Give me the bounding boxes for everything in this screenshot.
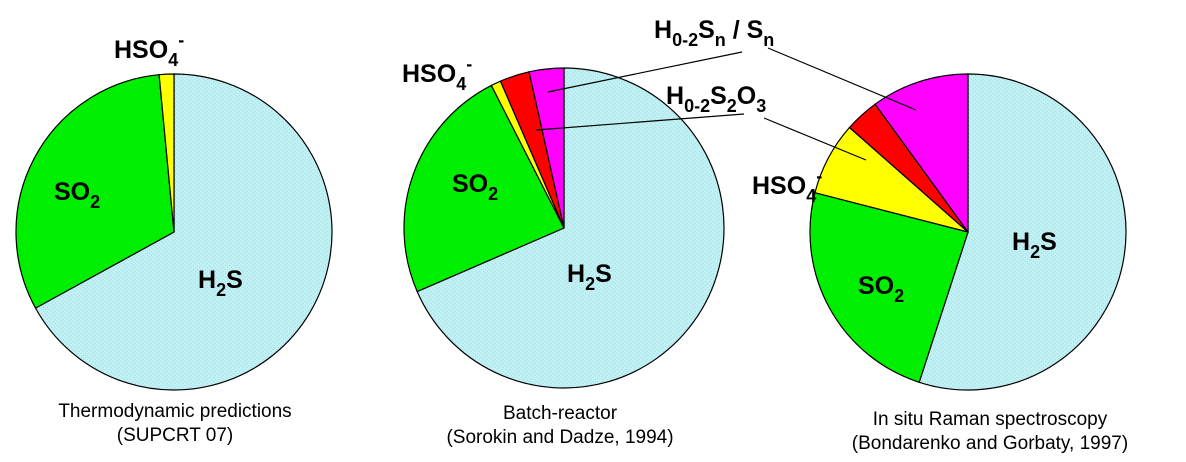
- pie3-label-so2: SO2: [858, 272, 904, 306]
- pie1-slice-h2s: [34, 73, 333, 391]
- caption-title: Thermodynamic predictions: [58, 401, 292, 422]
- pie2-slice-h2s: [416, 67, 725, 389]
- pie1-slice-so2: [15, 74, 175, 309]
- pie2-label-so2: SO2: [452, 170, 498, 204]
- caption-pie-1: Thermodynamic predictions (SUPCRT 07): [30, 400, 320, 448]
- caption-subtitle: (Sorokin and Dadze, 1994): [446, 427, 674, 448]
- leader-thio-pie2: [535, 113, 745, 131]
- caption-pie-3: In situ Raman spectroscopy (Bondarenko a…: [820, 408, 1160, 456]
- label-polysulfide: H0-2Sn / Sn: [654, 16, 774, 50]
- caption-subtitle: (Bondarenko and Gorbaty, 1997): [851, 433, 1129, 454]
- label-thiosulfate: H0-2S2O3: [666, 82, 766, 116]
- pie3-slice-so2: [809, 191, 969, 384]
- caption-pie-2: Batch-reactor (Sorokin and Dadze, 1994): [405, 402, 715, 450]
- pie3-label-hso4: HSO4-: [752, 166, 822, 206]
- pie2-label-h2s: H2S: [567, 260, 612, 294]
- pie1-label-hso4: HSO4-: [114, 30, 184, 70]
- leader-lines: [535, 47, 917, 161]
- pie2-label-hso4: HSO4-: [402, 54, 472, 94]
- pie2-slice-so2: [403, 84, 565, 293]
- caption-title: Batch-reactor: [502, 403, 618, 424]
- pie1-label-so2: SO2: [54, 178, 100, 212]
- leader-poly-pie3: [767, 47, 917, 111]
- pie1-label-h2s: H2S: [198, 266, 243, 300]
- leader-poly-pie2: [547, 51, 743, 93]
- pie-1: [15, 73, 333, 391]
- pie2-slice-h0-2sn-sn: [528, 67, 565, 229]
- pie1-slice-hso4-: [158, 73, 175, 233]
- pie3-label-h2s: H2S: [1012, 228, 1057, 262]
- caption-subtitle: (SUPCRT 07): [116, 425, 234, 446]
- caption-title: In situ Raman spectroscopy: [872, 409, 1108, 430]
- leader-thio-pie3: [763, 117, 867, 161]
- pie-2: [403, 67, 725, 389]
- pie3-slice-h2s: [918, 73, 1127, 391]
- pie3-slice-h0-2sn-sn: [874, 73, 969, 234]
- pie-3: [809, 73, 1127, 391]
